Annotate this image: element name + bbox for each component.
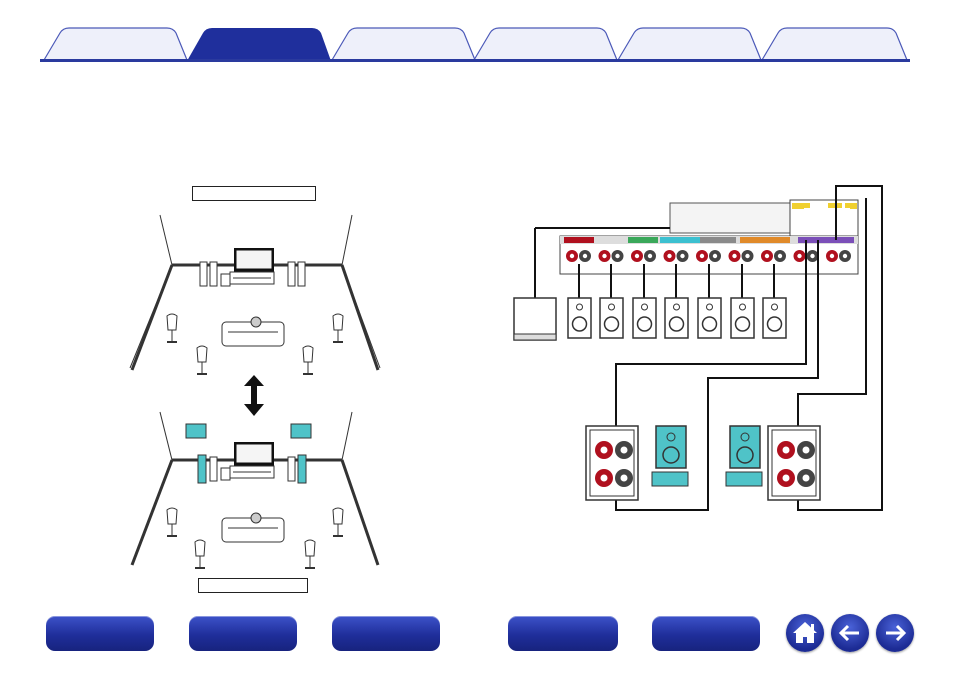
terminal-hole: [764, 253, 770, 259]
terminal-hole: [712, 253, 718, 259]
right-terminal-box: [725, 425, 821, 501]
speaker-tweeter: [706, 303, 713, 311]
forward-arrow-icon: [886, 624, 907, 642]
footer-button-2[interactable]: [189, 616, 297, 651]
top-room-caption: [192, 186, 316, 201]
terminal-hole: [569, 253, 575, 259]
terminal-hole: [634, 253, 640, 259]
speaker-woofer: [603, 316, 620, 332]
tab-2-active[interactable]: [186, 27, 332, 61]
footer-button-5[interactable]: [652, 616, 760, 651]
tab-6[interactable]: [760, 27, 908, 61]
header-rule: [40, 59, 910, 62]
terminal-hole: [810, 253, 815, 259]
terminal-hole: [647, 253, 653, 259]
double-arrow-icon: [244, 375, 264, 416]
terminal-hole: [667, 253, 672, 259]
speaker-tweeter: [608, 303, 615, 311]
room-top: [129, 214, 381, 375]
tab-3[interactable]: [330, 27, 476, 61]
terminal-hole: [777, 253, 783, 259]
left-terminal-box: [585, 425, 689, 501]
speaker-row: [567, 264, 787, 339]
speaker-woofer: [766, 316, 783, 332]
terminal-hole: [582, 253, 588, 259]
terminal-hole: [732, 253, 737, 259]
tab-bar: [0, 0, 954, 64]
speaker-tweeter: [739, 303, 746, 311]
speaker-tweeter: [771, 303, 778, 311]
footer-button-1[interactable]: [46, 616, 154, 651]
speaker-woofer: [571, 316, 588, 332]
tab-5[interactable]: [616, 27, 762, 61]
speaker-woofer: [668, 316, 685, 332]
tab-4[interactable]: [472, 27, 618, 61]
bottom-room-caption: [198, 578, 308, 593]
terminal-hole: [680, 253, 685, 259]
terminal-hole: [615, 253, 620, 259]
back-arrow-icon: [838, 624, 859, 642]
forward-button[interactable]: [876, 614, 914, 652]
speaker-woofer: [636, 316, 653, 332]
av-receiver-rear-panel: [513, 199, 859, 341]
footer-button-3[interactable]: [332, 616, 440, 651]
tab-1[interactable]: [42, 27, 188, 61]
speaker-wires: [615, 185, 883, 511]
terminal-hole: [797, 253, 802, 259]
back-button[interactable]: [831, 614, 869, 652]
speaker-tweeter: [641, 303, 648, 311]
footer-button-4[interactable]: [508, 616, 618, 651]
terminal-hole: [829, 253, 835, 259]
terminal-hole: [602, 253, 607, 259]
speaker-woofer: [701, 316, 718, 332]
home-button[interactable]: [786, 614, 824, 652]
speaker-woofer: [734, 316, 751, 332]
terminal-hole: [745, 253, 750, 259]
home-icon: [793, 622, 817, 643]
speaker-tweeter: [673, 303, 680, 311]
speaker-tweeter: [576, 303, 583, 311]
terminal-hole: [699, 253, 705, 259]
room-bottom: [130, 411, 380, 569]
terminal-hole: [842, 253, 848, 259]
